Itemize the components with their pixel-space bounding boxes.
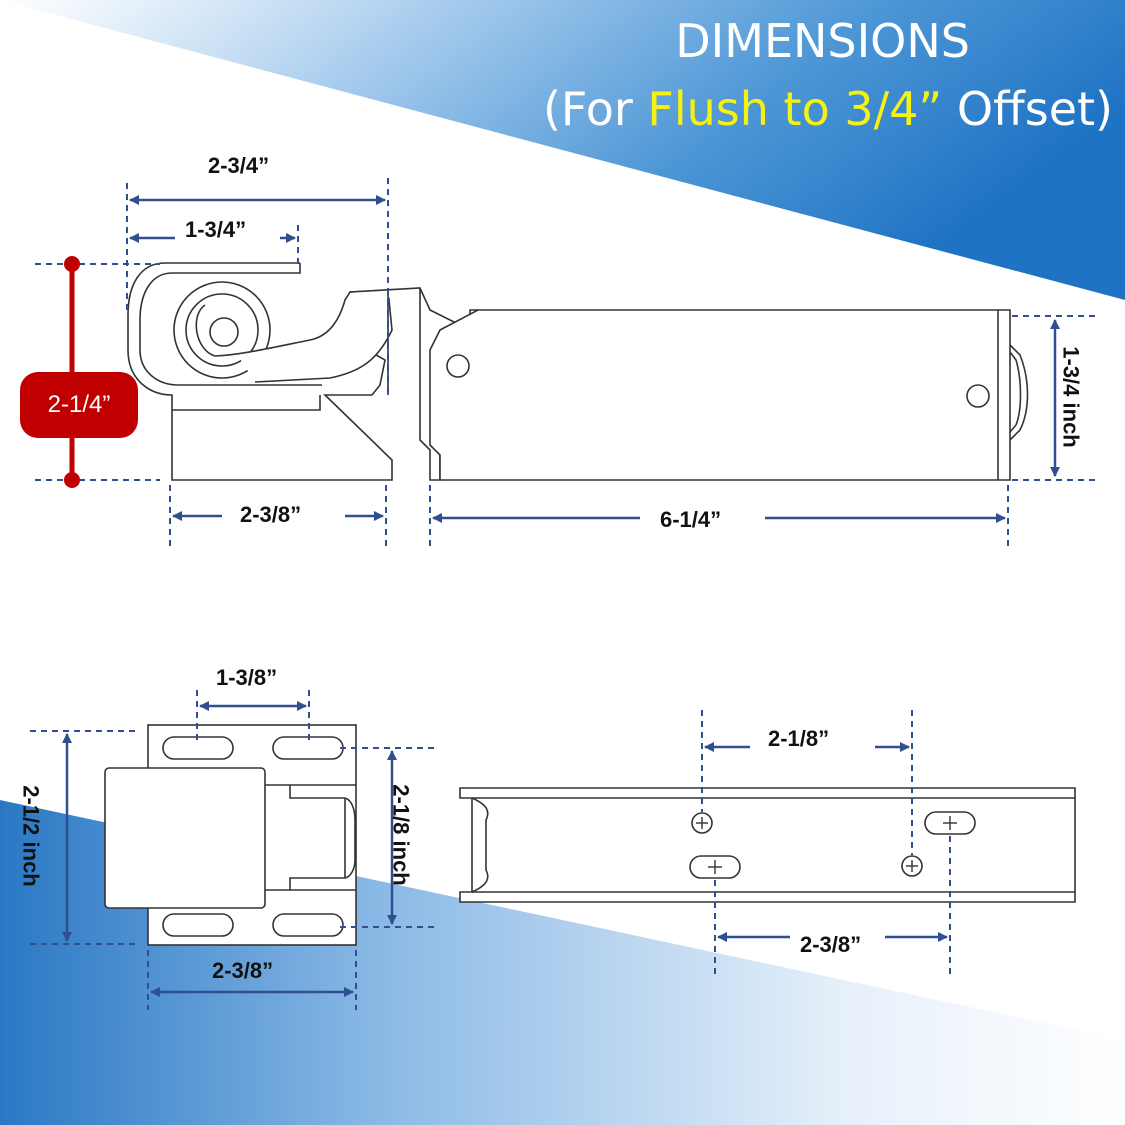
channel-view-plate <box>459 787 1076 903</box>
title-suffix: Offset) <box>942 82 1113 136</box>
base-width-label: 2-3/8” <box>240 502 302 527</box>
hook-width-label: 1-3/4” <box>185 217 247 242</box>
side-view-arm <box>429 309 1029 481</box>
lower-spacing-label: 2-3/8” <box>800 932 862 957</box>
overall-width-label: 2-3/4” <box>208 153 270 178</box>
extension-lines <box>30 178 1100 1010</box>
side-view-latch <box>127 262 478 481</box>
arm-length-label: 6-1/4” <box>660 507 722 532</box>
title-line-1: DIMENSIONS <box>675 14 970 68</box>
slot-spacing-label: 1-3/8” <box>216 665 278 690</box>
arm-height-label: 1-3/4 inch <box>1058 346 1084 448</box>
upper-spacing-label: 2-1/8” <box>768 726 830 751</box>
front-height-label: 2-1/2 inch <box>18 785 44 887</box>
screw-marks <box>696 816 957 874</box>
dimension-arrows <box>62 195 1060 997</box>
front-view-bracket <box>104 724 357 946</box>
height-badge: 2-1/4” <box>20 372 138 438</box>
front-width-label: 2-3/8” <box>212 958 274 983</box>
title-highlight: Flush to 3/4” <box>647 82 943 136</box>
front-inner-height-label: 2-1/8 inch <box>388 784 414 886</box>
title-prefix: (For <box>542 82 648 136</box>
title-line-2: (For Flush to 3/4” Offset) <box>543 82 1113 136</box>
top-blue-band <box>0 0 1125 300</box>
